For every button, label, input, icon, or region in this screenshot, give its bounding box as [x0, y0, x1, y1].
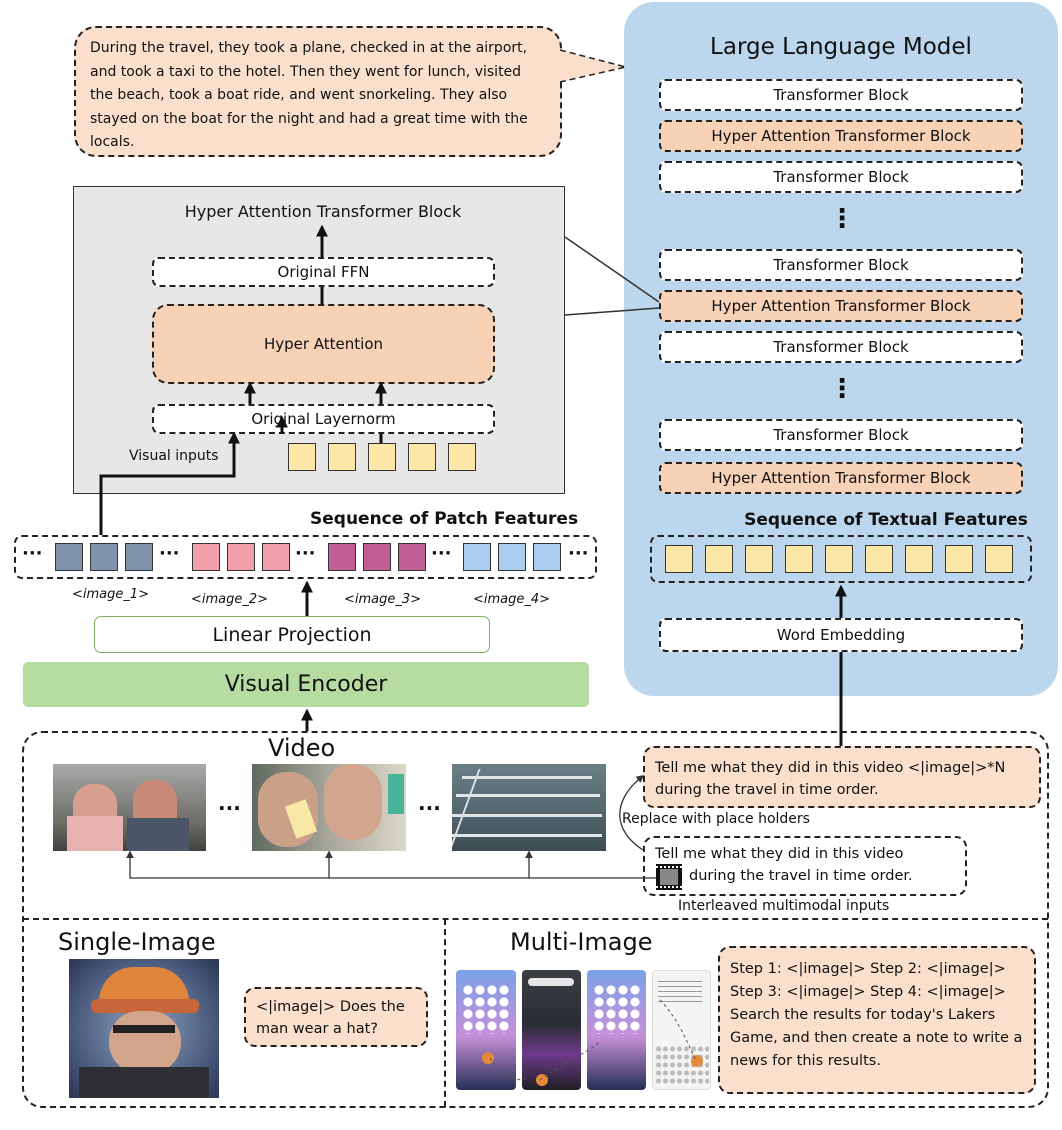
- image-3-patch: [328, 543, 356, 571]
- hyper-attention-block: Hyper Attention: [152, 304, 495, 384]
- bubble-tail: [559, 49, 627, 83]
- image-2-caption: <image_2>: [191, 592, 269, 607]
- ellipsis: ···: [568, 543, 589, 564]
- llm-transformer-block: Transformer Block: [659, 161, 1023, 193]
- llm-ellipsis: ⋮: [829, 204, 855, 234]
- film-icon: [656, 864, 682, 890]
- multi-image-prompt-box: Step 1: <|image|> Step 2: <|image|> Step…: [718, 946, 1036, 1094]
- section-divider: [23, 918, 1048, 920]
- video-frame-3: [452, 764, 606, 851]
- image-4-patch: [533, 543, 561, 571]
- llm-hyper-attention-block: Hyper Attention Transformer Block: [659, 290, 1023, 322]
- raw-prompt-box: [643, 836, 967, 896]
- text-token: [368, 443, 396, 471]
- text-token: [745, 545, 773, 573]
- image-1-patch: [55, 543, 83, 571]
- textual-features-title: Sequence of Textual Features: [744, 510, 1028, 530]
- text-token: [865, 545, 893, 573]
- text-token: [288, 443, 316, 471]
- text-token: [328, 443, 356, 471]
- llm-transformer-block: Transformer Block: [659, 419, 1023, 451]
- llm-transformer-block: Transformer Block: [659, 331, 1023, 363]
- image-3-patch: [363, 543, 391, 571]
- replace-label: Replace with place holders: [622, 811, 810, 827]
- multi-image-screenshot-2: [522, 970, 581, 1090]
- text-token: [448, 443, 476, 471]
- image-1-patch: [90, 543, 118, 571]
- llm-transformer-block: Transformer Block: [659, 79, 1023, 111]
- hyper-panel-title: Hyper Attention Transformer Block: [184, 201, 462, 221]
- llm-hyper-attention-block: Hyper Attention Transformer Block: [659, 462, 1023, 494]
- image-1-caption: <image_1>: [72, 587, 150, 602]
- text-token: [825, 545, 853, 573]
- image-4-patch: [463, 543, 491, 571]
- text-token: [665, 545, 693, 573]
- text-token: [985, 545, 1013, 573]
- llm-hyper-attention-block: Hyper Attention Transformer Block: [659, 120, 1023, 152]
- output-bubble-text: During the travel, they took a plane, ch…: [90, 40, 528, 150]
- raw-prompt-line-1: Tell me what they did in this video: [655, 846, 904, 862]
- video-frame-1: [53, 764, 206, 851]
- text-token: [785, 545, 813, 573]
- multi-image-screenshot-4: [652, 970, 711, 1090]
- llm-ellipsis: ⋮: [829, 374, 855, 404]
- original-layernorm-block: Original Layernorm: [152, 404, 495, 434]
- image-2-patch: [262, 543, 290, 571]
- placeholder-prompt-box: Tell me what they did in this video <|im…: [643, 746, 1041, 808]
- original-ffn-block: Original FFN: [152, 257, 495, 287]
- image-4-patch: [498, 543, 526, 571]
- word-embedding-block: Word Embedding: [659, 618, 1023, 652]
- ellipsis: ···: [22, 543, 43, 564]
- multi-image-screenshot-3: [587, 970, 646, 1090]
- llm-title: Large Language Model: [710, 34, 972, 60]
- text-token: [408, 443, 436, 471]
- text-token: [945, 545, 973, 573]
- llm-transformer-block: Transformer Block: [659, 249, 1023, 281]
- image-2-patch: [192, 543, 220, 571]
- placeholder-prompt-text: Tell me what they did in this video <|im…: [655, 760, 1006, 798]
- ellipsis: ···: [218, 796, 241, 820]
- visual-encoder-block: Visual Encoder: [23, 662, 589, 707]
- patch-features-sequence: [14, 535, 597, 579]
- image-2-patch: [227, 543, 255, 571]
- interleaved-label: Interleaved multimodal inputs: [678, 898, 890, 914]
- video-frame-2: [252, 764, 406, 851]
- video-title: Video: [268, 734, 336, 762]
- image-1-patch: [125, 543, 153, 571]
- raw-prompt-line-2: during the travel in time order.: [689, 868, 913, 884]
- ellipsis: ···: [431, 543, 452, 564]
- linear-projection-block: Linear Projection: [94, 616, 490, 653]
- single-image-title: Single-Image: [58, 928, 216, 956]
- text-token: [905, 545, 933, 573]
- ellipsis: ···: [159, 543, 180, 564]
- image-4-caption: <image_4>: [473, 592, 551, 607]
- multi-image-screenshot-1: [456, 970, 516, 1090]
- textual-features-sequence: [650, 535, 1032, 583]
- image-3-caption: <image_3>: [344, 592, 422, 607]
- multi-image-title: Multi-Image: [510, 928, 653, 956]
- patch-features-title: Sequence of Patch Features: [310, 509, 579, 529]
- text-token: [705, 545, 733, 573]
- single-image-photo: [69, 959, 219, 1098]
- single-image-prompt-text: <|image|> Does the man wear a hat?: [256, 999, 405, 1037]
- section-divider: [444, 919, 446, 1107]
- multi-image-prompt-text: Step 1: <|image|> Step 2: <|image|> Step…: [730, 961, 1023, 1069]
- image-3-patch: [398, 543, 426, 571]
- ellipsis: ···: [295, 543, 316, 564]
- ellipsis: ···: [418, 796, 441, 820]
- visual-inputs-label: Visual inputs: [129, 448, 219, 464]
- single-image-prompt-box: <|image|> Does the man wear a hat?: [244, 987, 428, 1047]
- output-bubble: During the travel, they took a plane, ch…: [74, 26, 562, 157]
